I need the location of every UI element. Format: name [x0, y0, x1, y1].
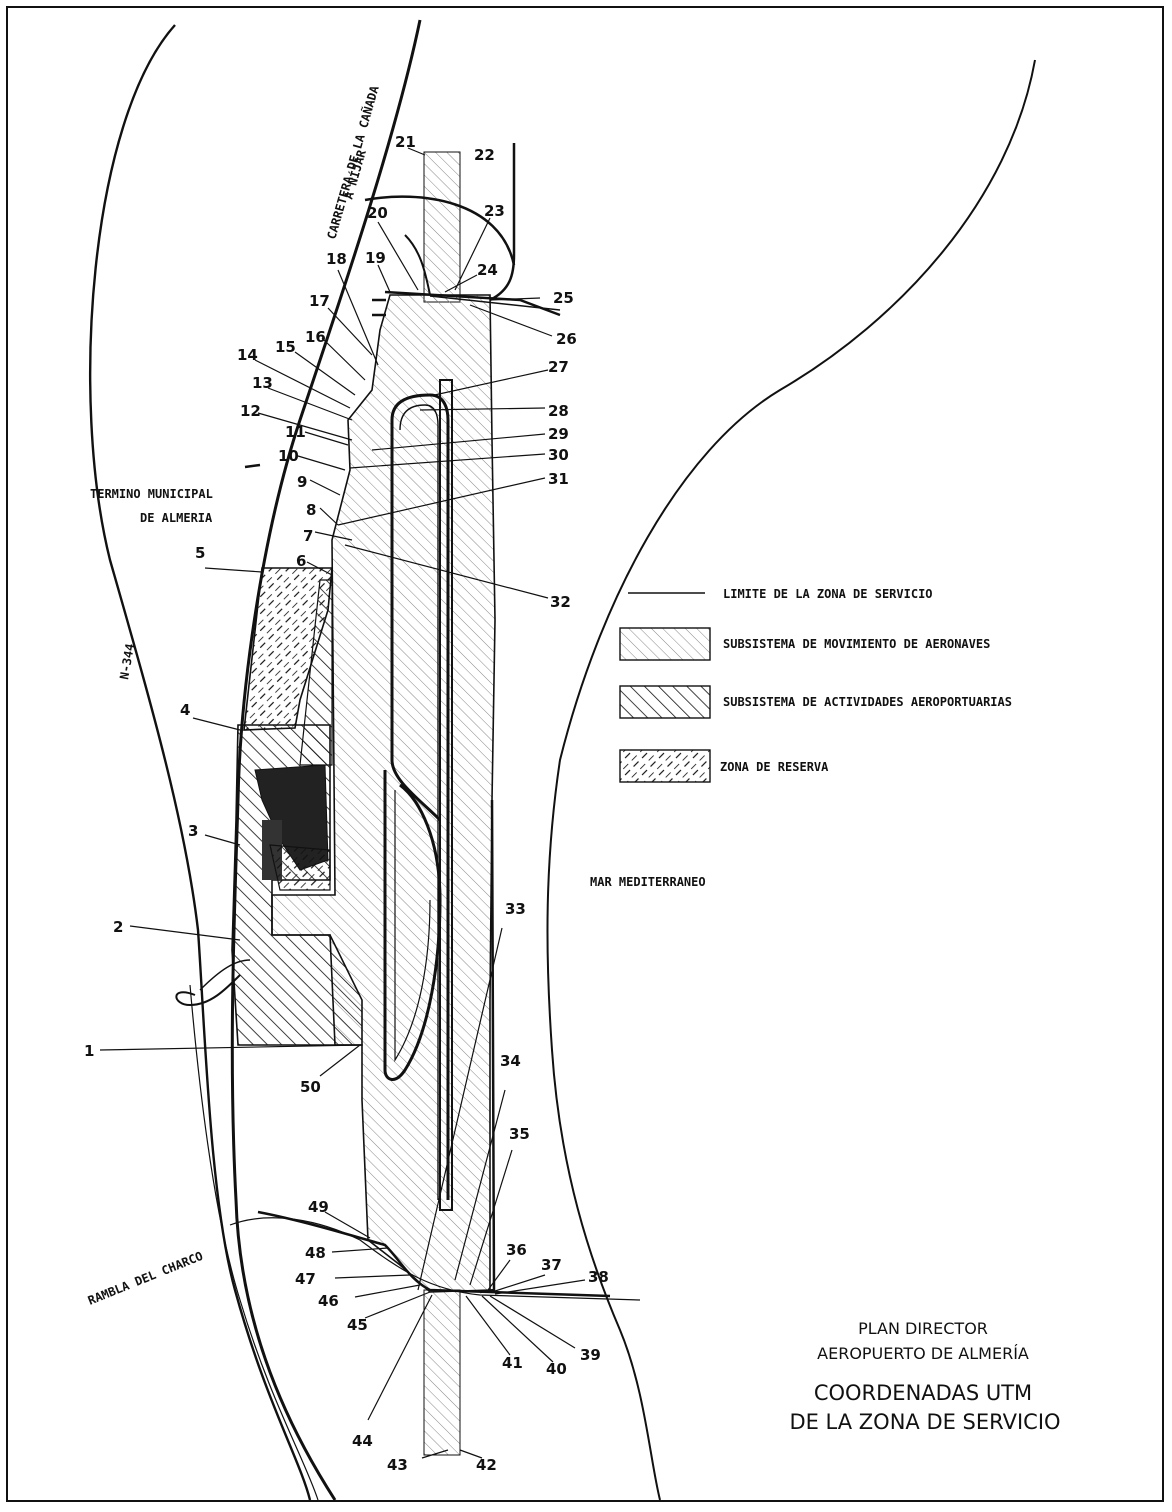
point-label-48: 48 — [305, 1244, 326, 1262]
point-label-14: 14 — [237, 346, 258, 364]
point-label-24: 24 — [477, 261, 498, 279]
point-label-25: 25 — [553, 289, 574, 307]
point-label-12: 12 — [240, 402, 261, 420]
point-label-5: 5 — [195, 544, 205, 562]
title-line-3: COORDENADAS UTM — [814, 1381, 1032, 1405]
legend-movement-swatch — [619, 627, 711, 661]
service-boundary-south — [257, 1210, 611, 1298]
point-label-21: 21 — [395, 133, 416, 151]
point-label-34: 34 — [500, 1052, 521, 1070]
diag-35 — [469, 1149, 513, 1286]
label-n344: N-344 — [117, 643, 137, 681]
label-rambla: RAMBLA DEL CHARCO — [86, 1249, 205, 1308]
point-label-20: 20 — [367, 204, 388, 222]
legend-reserve-text: ZONA DE RESERVA — [720, 760, 829, 774]
point-label-37: 37 — [541, 1256, 562, 1274]
label-municipal-2: DE ALMERIA — [140, 511, 213, 525]
label-sea: MAR MEDITERRANEO — [590, 875, 706, 889]
point-label-30: 30 — [548, 446, 569, 464]
runway-north-ext — [423, 151, 461, 303]
legend-activities-text: SUBSISTEMA DE ACTIVIDADES AEROPORTUARIAS — [723, 695, 1012, 709]
point-label-50: 50 — [300, 1078, 321, 1096]
point-label-7: 7 — [303, 527, 313, 545]
taxiway-lens — [383, 770, 442, 1081]
point-label-11: 11 — [285, 423, 306, 441]
point-label-29: 29 — [548, 425, 569, 443]
tick-marks — [244, 298, 386, 469]
legend-reserve-swatch — [619, 749, 711, 783]
point-labels: 1 2 3 4 5 6 7 8 9 10 11 12 13 14 15 16 1… — [84, 133, 609, 1474]
legend-activities-swatch — [619, 685, 711, 719]
point-leaders — [99, 147, 586, 1459]
point-label-44: 44 — [352, 1432, 373, 1450]
point-label-4: 4 — [180, 701, 190, 719]
point-label-8: 8 — [306, 501, 316, 519]
point-label-40: 40 — [546, 1360, 567, 1378]
point-label-19: 19 — [365, 249, 386, 267]
point-label-41: 41 — [502, 1354, 523, 1372]
diag-44 — [367, 1294, 433, 1421]
service-boundary-right — [489, 143, 516, 302]
point-label-17: 17 — [309, 292, 330, 310]
title-block: PLAN DIRECTOR AEROPUERTO DE ALMERÍA COOR… — [789, 1319, 1060, 1434]
legend-movement-text: SUBSISTEMA DE MOVIMIENTO DE AERONAVES — [723, 637, 990, 651]
point-label-10: 10 — [278, 447, 299, 465]
point-label-45: 45 — [347, 1316, 368, 1334]
taxiway-inner — [399, 404, 439, 1200]
point-label-35: 35 — [509, 1125, 530, 1143]
point-label-38: 38 — [588, 1268, 609, 1286]
legend-line-text: LIMITE DE LA ZONA DE SERVICIO — [723, 587, 933, 601]
point-label-2: 2 — [113, 918, 123, 936]
runway-south-ext2 — [423, 1289, 461, 1456]
n344-road — [88, 24, 312, 1501]
point-label-18: 18 — [326, 250, 347, 268]
point-label-33: 33 — [505, 900, 526, 918]
point-label-39: 39 — [580, 1346, 601, 1364]
point-label-6: 6 — [296, 552, 306, 570]
point-label-15: 15 — [275, 338, 296, 356]
point-label-47: 47 — [295, 1270, 316, 1288]
n344-road-inner — [189, 984, 319, 1501]
point-label-31: 31 — [548, 470, 569, 488]
rambla-bed — [229, 1217, 641, 1301]
title-line-4: DE LA ZONA DE SERVICIO — [789, 1410, 1060, 1434]
point-label-13: 13 — [252, 374, 273, 392]
label-municipal-1: TERMINO MUNICIPAL — [90, 487, 213, 501]
taxiway-lens-inner — [394, 790, 431, 1063]
apron-building — [269, 844, 331, 891]
runway — [439, 379, 453, 1211]
interchange-loop — [175, 974, 241, 1007]
title-line-2: AEROPUERTO DE ALMERÍA — [817, 1344, 1029, 1363]
point-label-49: 49 — [308, 1198, 329, 1216]
point-label-36: 36 — [506, 1241, 527, 1259]
north-spur — [404, 234, 431, 296]
point-label-16: 16 — [305, 328, 326, 346]
point-label-3: 3 — [188, 822, 198, 840]
north-road2 — [429, 295, 561, 311]
diag-33 — [417, 927, 503, 1291]
point-label-23: 23 — [484, 202, 505, 220]
taxiway-loop — [390, 393, 450, 1200]
point-label-9: 9 — [297, 473, 307, 491]
title-line-1: PLAN DIRECTOR — [858, 1319, 988, 1338]
diag-34 — [454, 1089, 506, 1281]
point-label-26: 26 — [556, 330, 577, 348]
point-label-32: 32 — [550, 593, 571, 611]
point-label-27: 27 — [548, 358, 569, 376]
coastline — [546, 59, 1036, 1501]
point-label-28: 28 — [548, 402, 569, 420]
reserve-zone — [243, 567, 333, 731]
point-label-1: 1 — [84, 1042, 94, 1060]
point-label-42: 42 — [476, 1456, 497, 1474]
point-label-22: 22 — [474, 146, 495, 164]
point-label-43: 43 — [387, 1456, 408, 1474]
map-frame — [6, 6, 1164, 1502]
service-boundary-top — [364, 195, 516, 266]
point-label-46: 46 — [318, 1292, 339, 1310]
legend: LIMITE DE LA ZONA DE SERVICIO SUBSISTEMA… — [619, 587, 1012, 783]
